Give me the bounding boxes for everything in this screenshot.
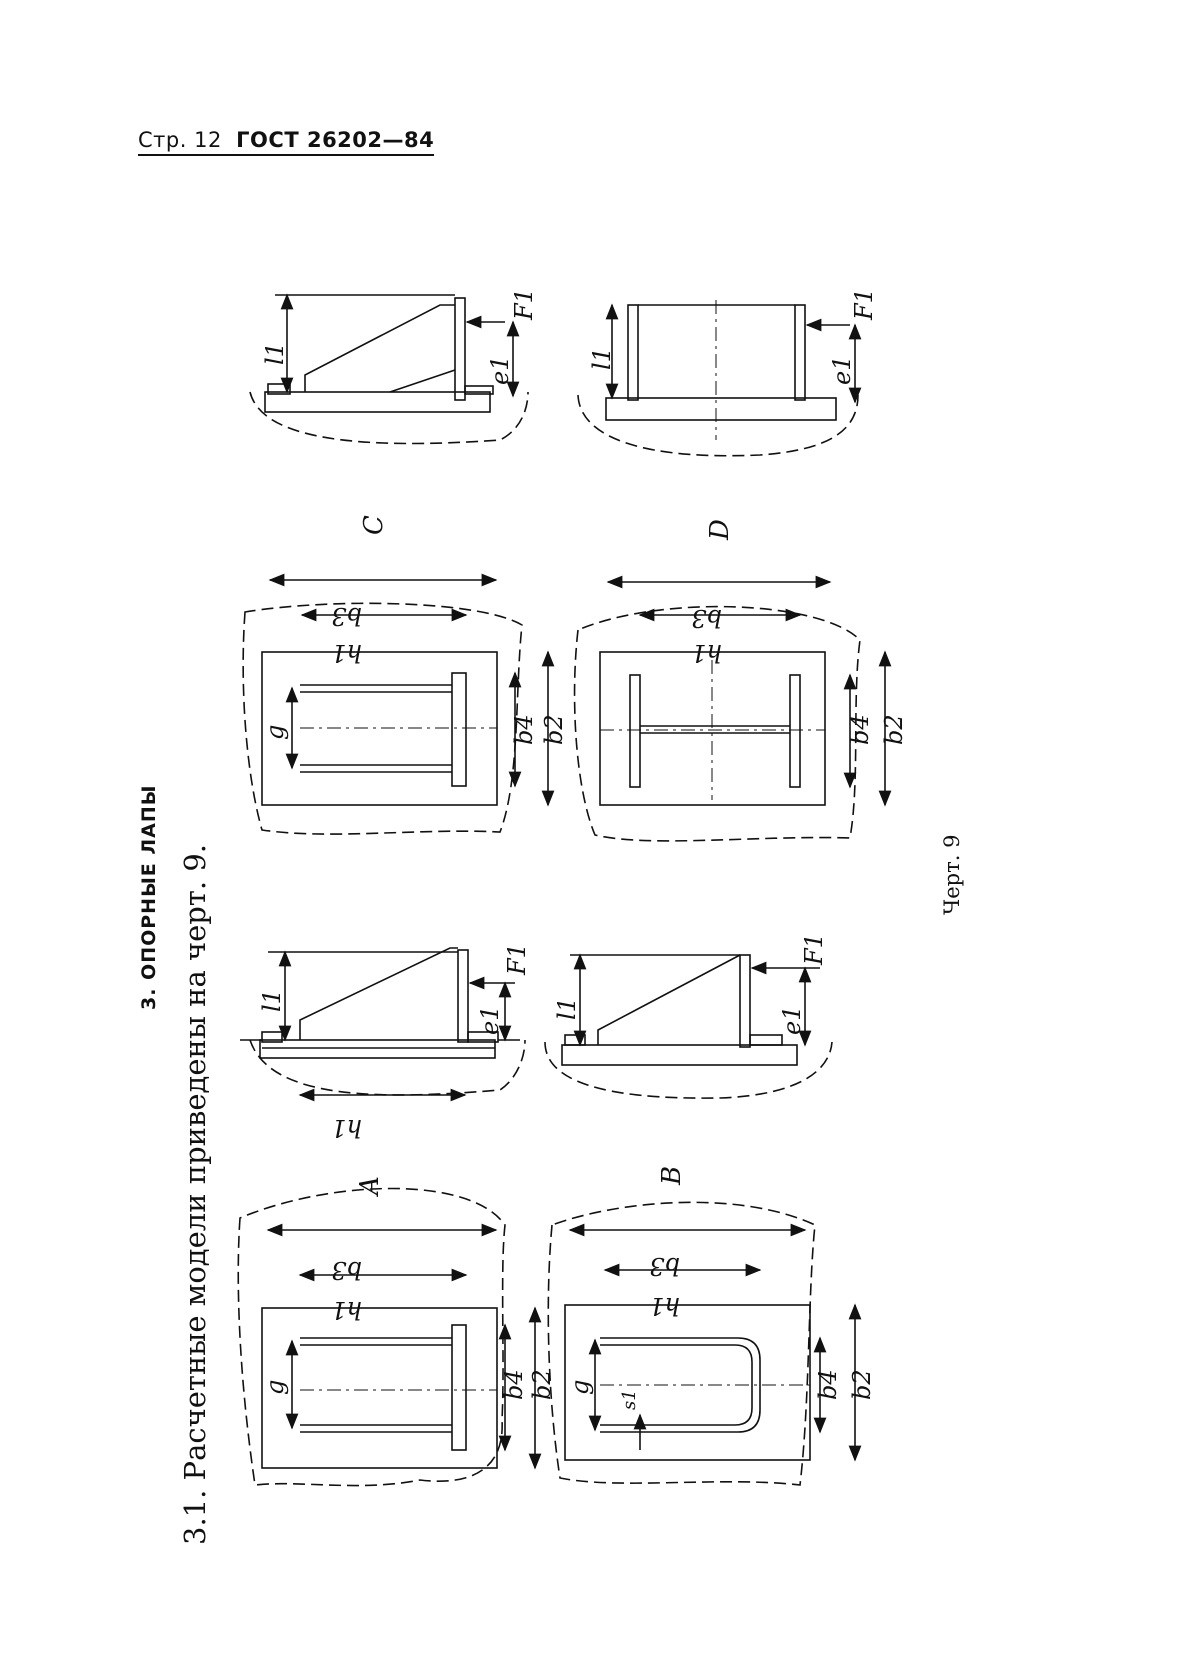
label-l1-a: l1 <box>258 989 286 1012</box>
plan-b <box>547 1201 862 1486</box>
label-f1-c: F1 <box>510 288 538 321</box>
label-b3-a: b3 <box>331 1256 362 1284</box>
variant-label-a: A <box>355 1176 385 1197</box>
variant-label-b: B <box>657 1166 687 1186</box>
label-h1-a: h1 <box>331 1296 362 1324</box>
side-b <box>544 953 833 1099</box>
side-d <box>577 300 862 457</box>
label-b3-b: b3 <box>649 1252 680 1280</box>
variant-label-d: D <box>705 519 735 541</box>
plan-a <box>237 1187 542 1487</box>
label-l1-c: l1 <box>261 342 289 365</box>
label-b4-c: b4 <box>510 714 538 745</box>
label-b4-a: b4 <box>500 1369 528 1400</box>
label-b4-d: b4 <box>846 714 874 745</box>
label-e1-d: e1 <box>828 356 856 385</box>
label-e1-b: e1 <box>778 1006 806 1035</box>
label-h1-b: h1 <box>649 1292 680 1320</box>
label-f1-d: F1 <box>850 288 878 321</box>
label-b3-c: b3 <box>331 602 362 630</box>
label-b4-b: b4 <box>814 1369 842 1400</box>
plan-d <box>573 575 892 842</box>
label-h1-c: h1 <box>331 639 362 667</box>
label-b2-d: b2 <box>880 714 908 745</box>
label-b3-d: b3 <box>691 604 722 632</box>
label-l1-b: l1 <box>553 997 581 1020</box>
label-h1-a-side: h1 <box>331 1114 362 1142</box>
label-l1-d: l1 <box>588 347 616 370</box>
label-b2-a: b2 <box>528 1369 556 1400</box>
label-f1-a: F1 <box>503 943 531 976</box>
page-number: Стр. 12 <box>138 128 222 152</box>
label-g-c: g <box>261 725 289 740</box>
label-b2-b: b2 <box>848 1369 876 1400</box>
label-f1-b: F1 <box>800 933 828 966</box>
label-h1-d: h1 <box>691 639 722 667</box>
plan-c <box>242 573 555 835</box>
label-s1-b: s1 <box>619 1389 640 1410</box>
label-b2-c: b2 <box>540 714 568 745</box>
label-e1-a: e1 <box>476 1006 504 1035</box>
side-c <box>249 293 529 445</box>
label-g-b: g <box>566 1380 594 1395</box>
standard-number: ГОСТ 26202—84 <box>236 128 435 152</box>
side-a <box>240 947 526 1102</box>
label-g-a: g <box>261 1380 289 1395</box>
label-e1-c: e1 <box>486 356 514 385</box>
variant-label-c: C <box>359 515 389 535</box>
page-header: Стр. 12 ГОСТ 26202—84 <box>138 128 435 156</box>
